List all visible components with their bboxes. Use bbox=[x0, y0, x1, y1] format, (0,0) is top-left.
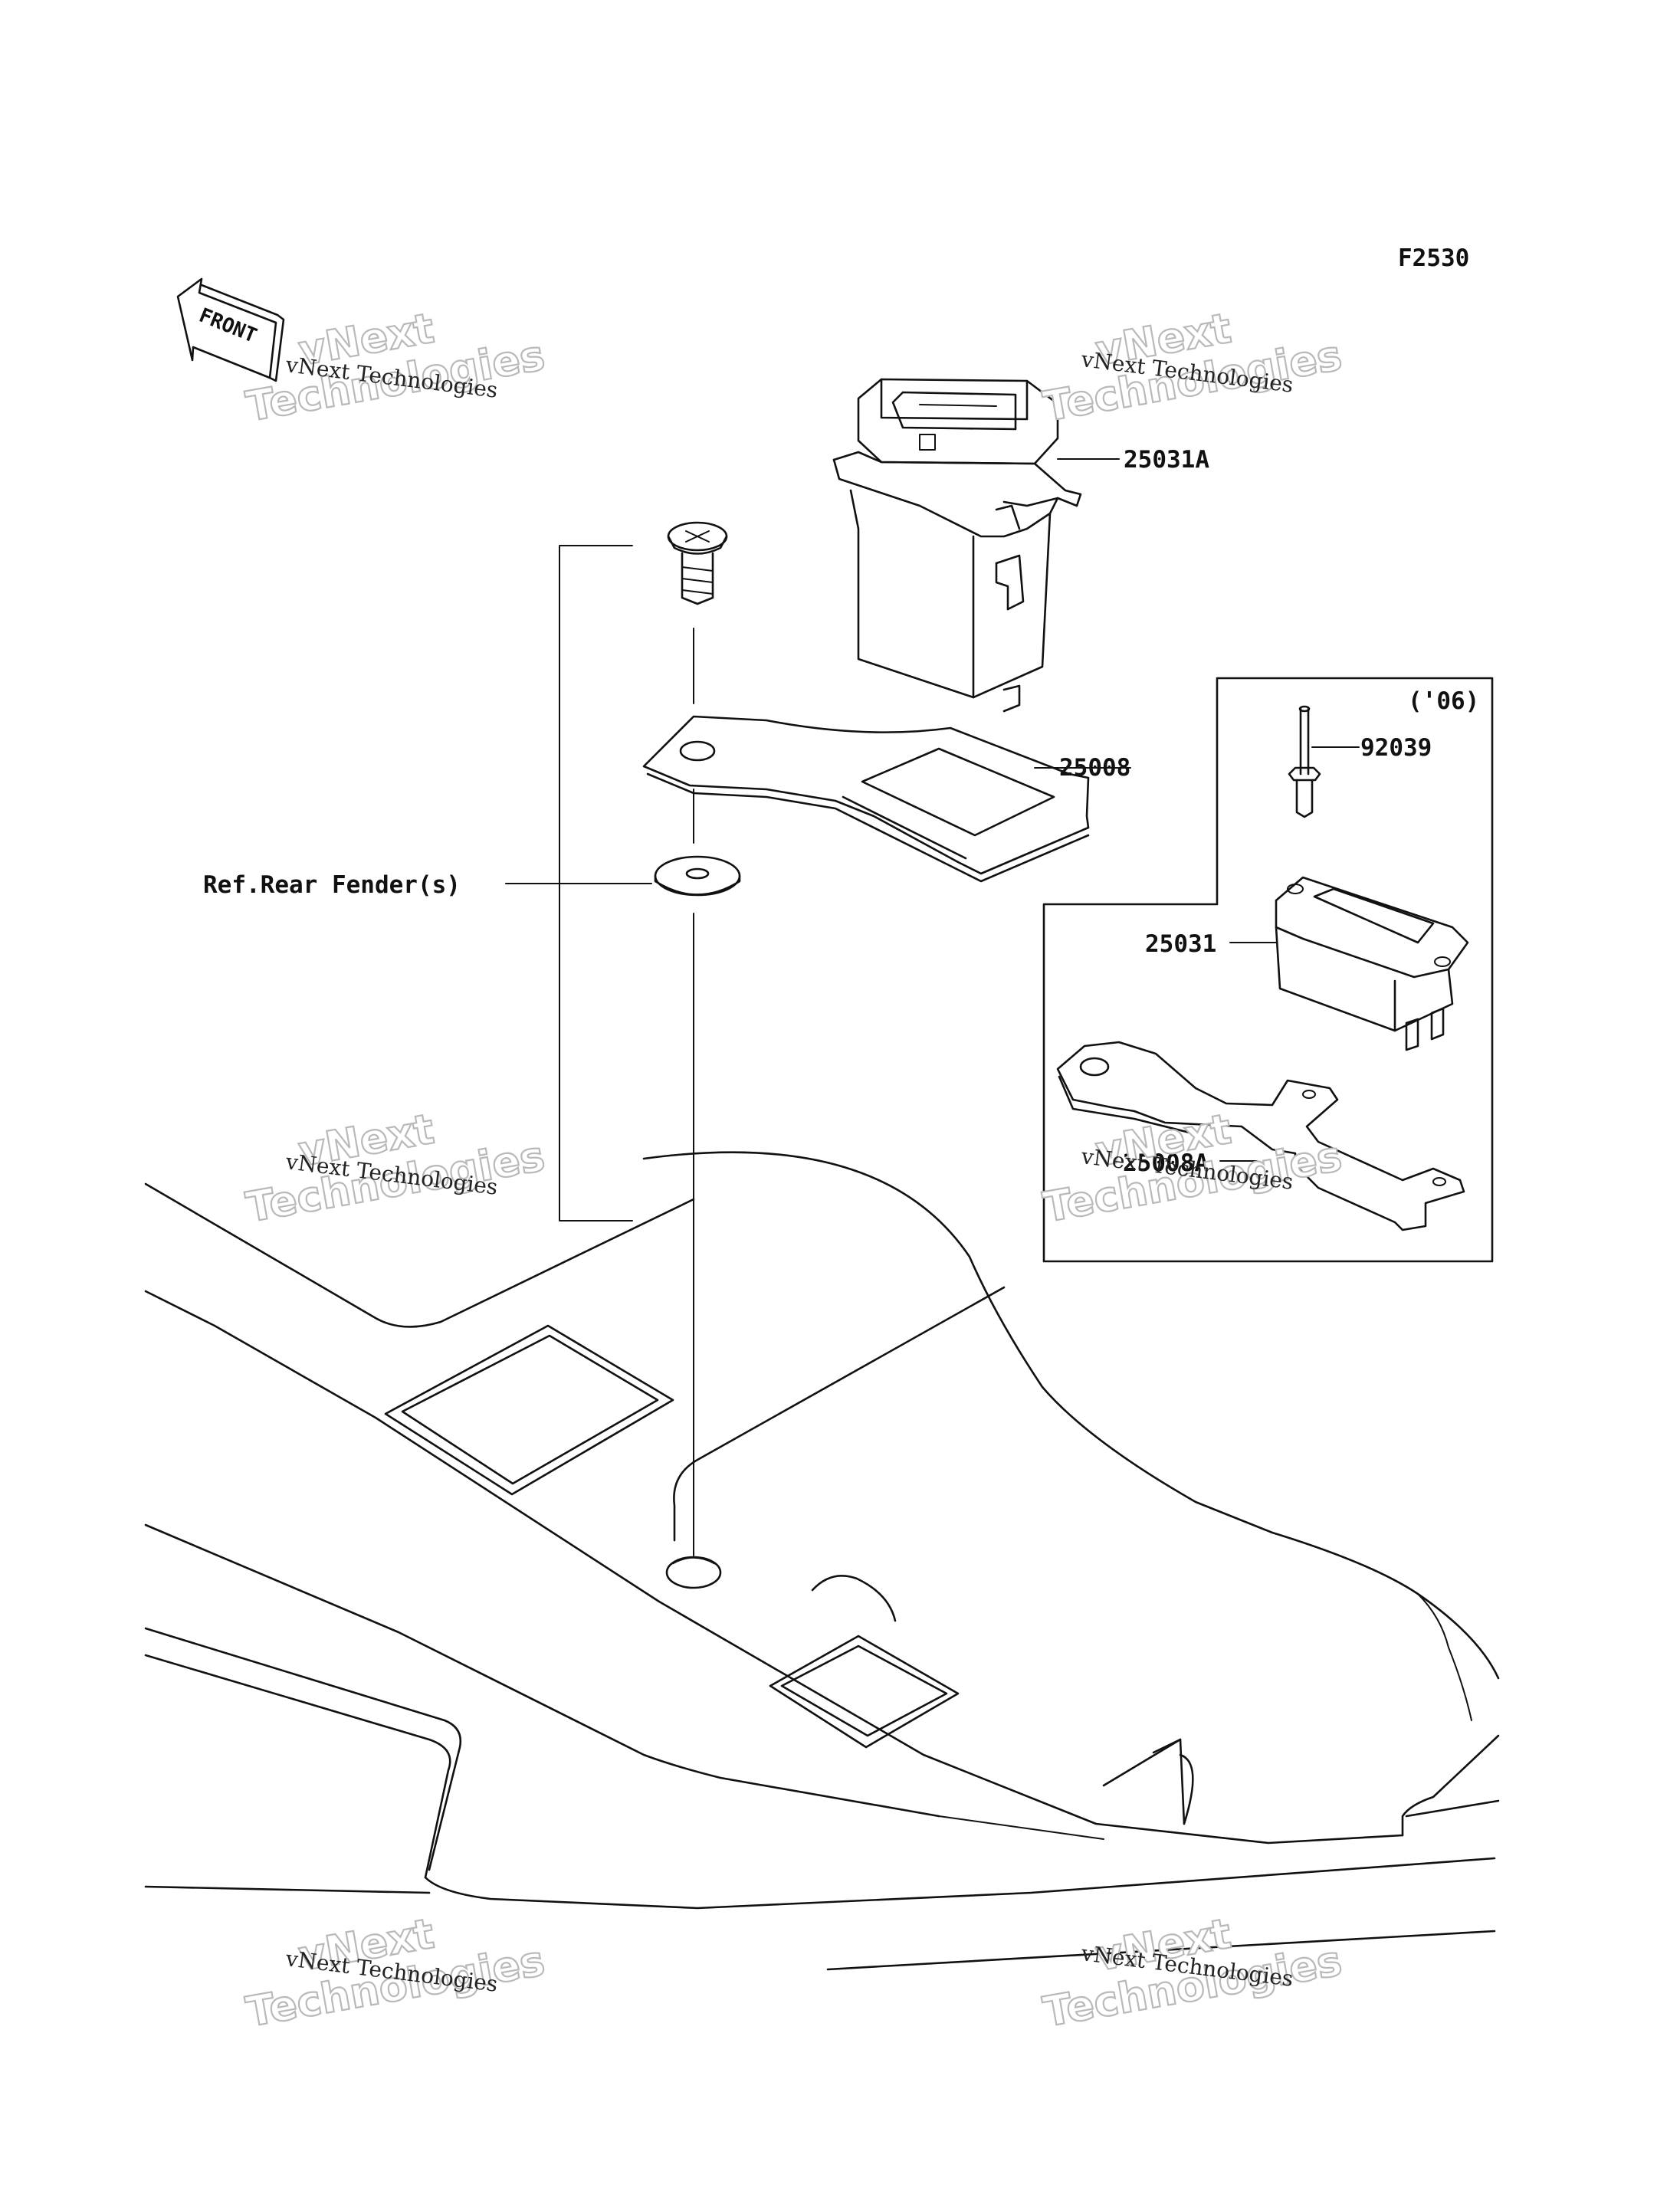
reference-label: Ref.Rear Fender(s) bbox=[203, 871, 461, 899]
watermark-top-right: vNext Technologies bbox=[1039, 303, 1346, 431]
rear-fender-outline bbox=[144, 1151, 1500, 1971]
washer bbox=[654, 855, 741, 897]
part-number-25031a: 25031A bbox=[1124, 446, 1209, 474]
part-number-92039: 92039 bbox=[1360, 734, 1432, 762]
hour-meter-25031: 25031 bbox=[1145, 876, 1469, 1051]
variant-box-label: ('06) bbox=[1408, 687, 1479, 715]
front-arrow-icon: FRONT bbox=[176, 277, 285, 382]
part-number-25008a: 25008A bbox=[1123, 1149, 1209, 1177]
front-label: FRONT bbox=[195, 304, 260, 348]
reference-callout: Ref.Rear Fender(s) bbox=[203, 545, 652, 1221]
screw bbox=[667, 521, 728, 605]
variant-box-06: ('06) 92039 25031 bbox=[1042, 677, 1494, 1263]
watermark-top-left: vNext Technologies bbox=[241, 303, 549, 431]
part-number-25031: 25031 bbox=[1145, 930, 1216, 958]
bracket-25008a: 25008A bbox=[1056, 1041, 1465, 1231]
diagram-code: F2530 bbox=[1398, 244, 1469, 272]
rivet-92039: 92039 bbox=[1288, 705, 1432, 818]
hour-meter-25031a: 25031A bbox=[832, 378, 1209, 713]
part-number-25008: 25008 bbox=[1059, 754, 1130, 782]
bracket-25008: 25008 bbox=[642, 715, 1131, 883]
watermark-mid-left: vNext Technologies bbox=[241, 1103, 549, 1232]
